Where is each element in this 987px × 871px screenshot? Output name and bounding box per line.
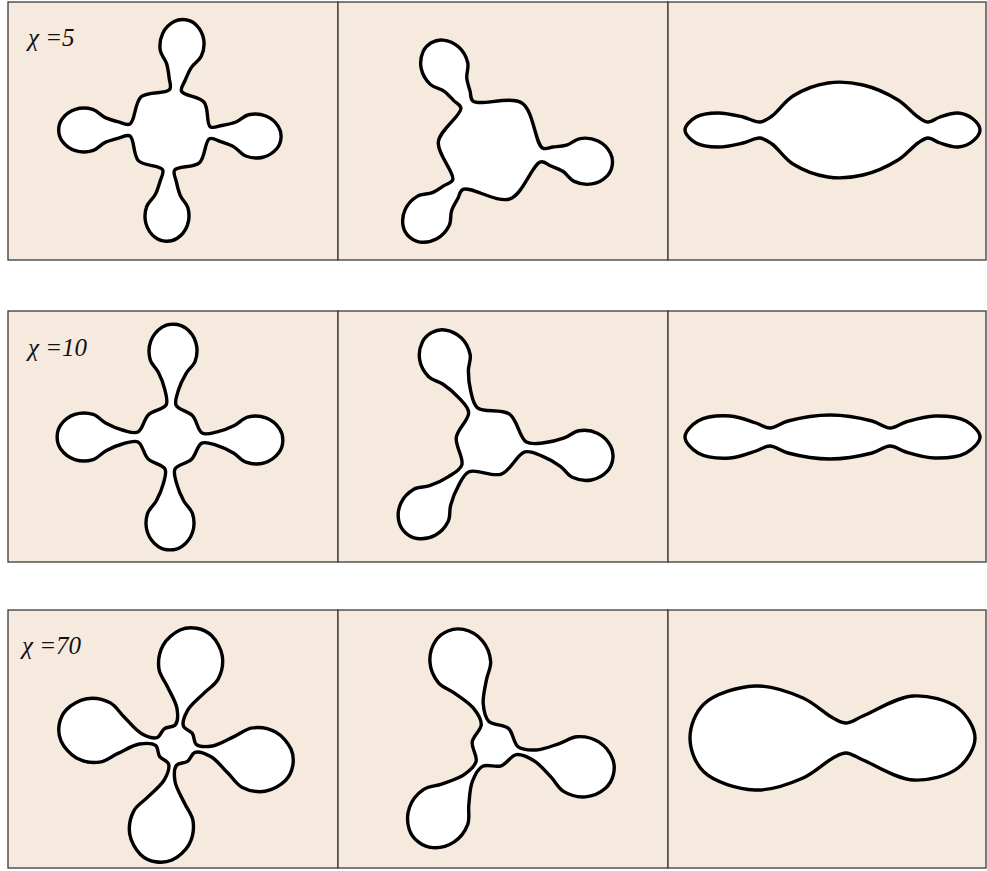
vesicle-shape <box>398 330 613 539</box>
vesicle-shape <box>685 82 980 178</box>
vesicle-shape <box>690 686 975 790</box>
vesicle-shape <box>59 20 281 242</box>
panel-frame <box>338 311 668 562</box>
vesicle-shape <box>57 324 283 550</box>
panel-frame <box>668 610 986 868</box>
vesicle-shape <box>685 415 980 459</box>
panel-frames <box>8 2 986 868</box>
panel-frame <box>338 610 668 868</box>
vesicle-shape <box>59 628 293 862</box>
panel-frame <box>8 610 338 868</box>
panel-frame <box>8 311 338 562</box>
parameter-label: χ =5 <box>28 24 75 52</box>
vesicle-shape <box>408 629 614 848</box>
panel-frame <box>338 2 668 260</box>
vesicle-shapes <box>57 20 980 863</box>
panel-frame <box>668 311 986 562</box>
parameter-label: χ =70 <box>22 632 81 660</box>
panel-frame <box>8 2 338 260</box>
parameter-label: χ =10 <box>28 334 87 362</box>
panel-frame <box>668 2 986 260</box>
vesicle-shape <box>403 40 613 242</box>
